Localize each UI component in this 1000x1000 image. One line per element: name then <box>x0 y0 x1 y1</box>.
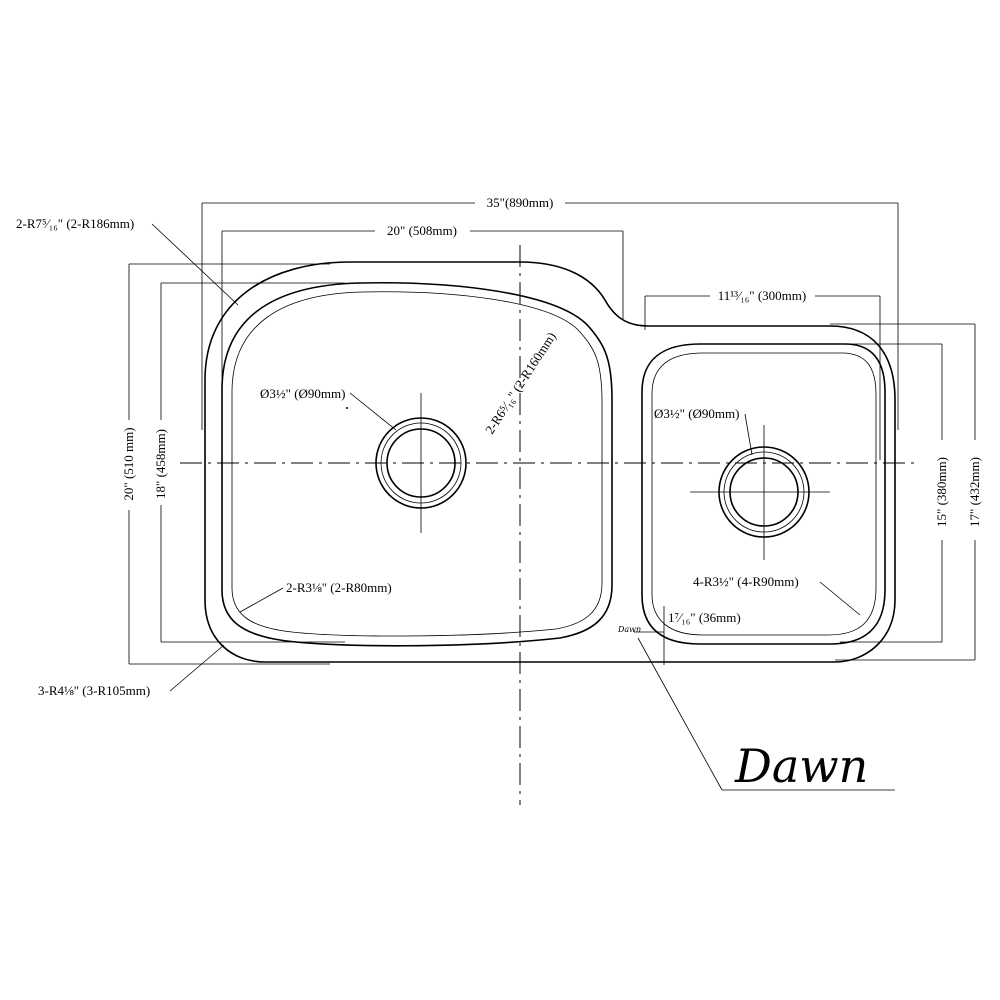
small-bowl-inner-outline <box>651 352 877 636</box>
bottom-radius-large-label: 2-R3⅛" (2-R80mm) <box>286 580 392 595</box>
small-bowl-width-label: 11¹³⁄₁₆" (300mm) <box>718 288 807 303</box>
overall-width-label: 35"(890mm) <box>487 195 554 210</box>
large-bowl-width-label: 20" (508mm) <box>387 223 457 238</box>
small-bowl-width-dimension: 11¹³⁄₁₆" (300mm) <box>644 288 881 460</box>
large-bowl-depth-label: 18" (458mm) <box>153 429 168 499</box>
sink-outer-rim <box>204 261 896 663</box>
overall-depth-label: 20" (510 mm) <box>121 427 136 500</box>
inner-side-radius-callout: 2-R6⁵⁄₁₆" (2-R160mm) <box>482 329 559 436</box>
outer-bottom-radius-label: 3-R4⅛" (3-R105mm) <box>38 683 150 698</box>
small-bowl-outline <box>641 343 886 645</box>
divider-width-callout: 1⁷⁄₁₆" (36mm) <box>634 606 741 665</box>
small-corner-radius-callout: 4-R3½" (4-R90mm) <box>693 574 861 616</box>
outer-radius-label: 2-R7⁵⁄₁₆" (2-R186mm) <box>16 216 134 231</box>
large-bowl-depth-dimension: 18" (458mm) <box>153 282 345 643</box>
small-outer-depth-dimension: 17" (432mm) <box>830 323 982 661</box>
large-drain-callout: Ø3½" (Ø90mm) <box>260 386 397 431</box>
stamp-logo: Dawn <box>617 625 641 634</box>
small-outer-depth-label: 17" (432mm) <box>967 457 982 527</box>
small-bowl-depth-label: 15" (380mm) <box>934 457 949 527</box>
overall-depth-dimension: 20" (510 mm) <box>121 263 330 665</box>
logo-callout: Dawn Dawn <box>617 625 895 793</box>
small-drain-label: Ø3½" (Ø90mm) <box>654 406 739 421</box>
center-lines <box>180 245 920 805</box>
overall-width-dimension: 35"(890mm) <box>201 195 899 430</box>
large-bowl-outline <box>221 281 613 647</box>
small-corner-radius-label: 4-R3½" (4-R90mm) <box>693 574 799 589</box>
small-drain-callout: Ø3½" (Ø90mm) <box>654 406 753 456</box>
divider-width-label: 1⁷⁄₁₆" (36mm) <box>668 610 741 625</box>
large-bowl-width-dimension: 20" (508mm) <box>221 223 624 400</box>
brand-logo: Dawn <box>734 739 868 793</box>
bottom-radius-large-callout: 2-R3⅛" (2-R80mm) <box>239 580 392 613</box>
large-bowl-inner-outline <box>231 291 603 637</box>
outer-radius-callout: 2-R7⁵⁄₁₆" (2-R186mm) <box>16 216 239 306</box>
inner-side-radius-label: 2-R6⁵⁄₁₆" (2-R160mm) <box>482 329 559 436</box>
small-bowl-depth-dimension: 15" (380mm) <box>840 343 949 643</box>
outer-bottom-radius-callout: 3-R4⅛" (3-R105mm) <box>38 644 225 698</box>
large-drain-label: Ø3½" (Ø90mm) <box>260 386 345 401</box>
